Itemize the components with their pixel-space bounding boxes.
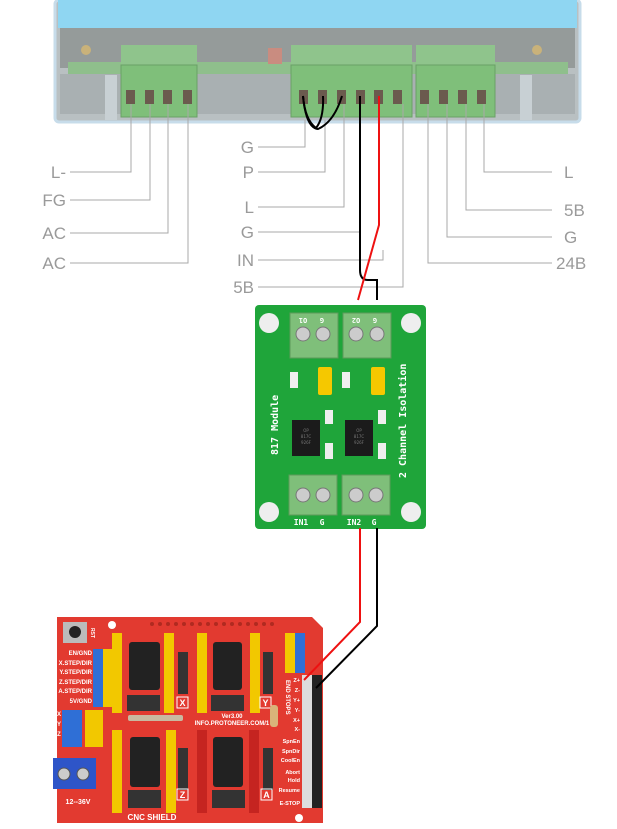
terminal-label-l-right: L bbox=[564, 163, 573, 182]
wire-ground-module-to-shield bbox=[315, 528, 378, 689]
endstop-header[interactable] bbox=[302, 675, 312, 808]
label-in1: IN1 bbox=[294, 518, 309, 527]
jumper-2[interactable] bbox=[371, 367, 385, 395]
version-label: Ver3.00 bbox=[221, 714, 243, 720]
power-label: 12--36V bbox=[66, 799, 91, 806]
pin-e-stop: E-STOP bbox=[280, 801, 301, 807]
pin-abort: Abort bbox=[285, 770, 300, 776]
pin-label-y-step-dir: Y.STEP/DIR bbox=[59, 670, 92, 676]
pin-z-plus: Z+ bbox=[293, 678, 300, 684]
terminal-label-p: P bbox=[243, 163, 254, 182]
pin-label-5v-gnd: 5V/GND bbox=[70, 699, 93, 705]
driver-slot-a: A bbox=[197, 730, 273, 813]
cnc-shield: RST EN/GND X.STEP/DIR Y.STEP/DIR Z.STEP/… bbox=[53, 617, 323, 823]
pin-y-minus: Y- bbox=[295, 708, 300, 714]
module-input-terminals: IN1 G IN2 G bbox=[288, 474, 391, 527]
terminal-label-in: IN bbox=[237, 251, 254, 270]
chip-mark: 817C bbox=[354, 434, 365, 439]
pin-label-en-gnd: EN/GND bbox=[69, 651, 93, 657]
jumper-1[interactable] bbox=[318, 367, 332, 395]
terminal-block-middle bbox=[290, 45, 413, 118]
terminal-label-l: L bbox=[245, 198, 254, 217]
pin-label-a-step-dir: A.STEP/DIR bbox=[58, 689, 92, 695]
leader-lines bbox=[70, 104, 552, 288]
label-o1: O1 bbox=[299, 316, 307, 324]
terminal-label-ac-2: AC bbox=[42, 254, 66, 273]
pin-y-plus: Y+ bbox=[293, 698, 300, 704]
label-g-o2: G bbox=[373, 316, 377, 324]
label-g-in2: G bbox=[372, 518, 377, 527]
board-name: CNC SHIELD bbox=[128, 813, 177, 822]
label-g-in1: G bbox=[320, 518, 325, 527]
psu-right-labels: L 5B G 24B bbox=[556, 163, 586, 273]
label-o2: O2 bbox=[352, 316, 360, 324]
pin-resume: Resume bbox=[279, 788, 300, 794]
terminal-label-g-1: G bbox=[241, 138, 254, 157]
terminal-label-ac-1: AC bbox=[42, 224, 66, 243]
module-output-terminals: O1 G O2 G bbox=[289, 312, 392, 359]
pin-spnen: SpnEn bbox=[283, 739, 301, 745]
microstep-jumpers-yellow[interactable] bbox=[85, 710, 103, 747]
optocoupler-2: OP 817C 926F bbox=[345, 420, 373, 456]
driver-slot-x: X bbox=[112, 633, 189, 713]
chip-mark: OP bbox=[356, 428, 362, 433]
terminal-label-g-right: G bbox=[564, 228, 577, 247]
end-stops-label: END STOPS bbox=[284, 680, 290, 715]
pin-x-plus: X+ bbox=[293, 718, 300, 724]
module-subtitle: 2 Channel Isolation bbox=[397, 364, 409, 478]
pin-label-x-step-dir: X.STEP/DIR bbox=[59, 661, 93, 667]
wire-ground-psu-to-module bbox=[359, 96, 378, 300]
ground-header[interactable] bbox=[312, 675, 322, 808]
jumper-label-z: Z bbox=[57, 732, 61, 738]
axis-label-z: Z bbox=[180, 790, 186, 800]
psu-left-labels: L- FG AC AC bbox=[42, 163, 66, 273]
chip-mark: OP bbox=[303, 428, 309, 433]
microstep-jumpers-blue[interactable] bbox=[62, 710, 82, 747]
wire-signal-module-to-shield bbox=[303, 528, 361, 681]
terminal-label-g-2: G bbox=[241, 223, 254, 242]
chip-mark: 926F bbox=[354, 440, 365, 445]
chip-mark: 926F bbox=[301, 440, 312, 445]
chip-mark: 817C bbox=[301, 434, 312, 439]
label-in2: IN2 bbox=[347, 518, 362, 527]
psu-middle-labels: G P L G IN 5B bbox=[233, 138, 254, 297]
driver-slot-y: Y bbox=[197, 633, 273, 713]
driver-slot-z: Z bbox=[112, 730, 189, 813]
axis-label-x: X bbox=[179, 698, 185, 708]
module-title: 817 Module bbox=[270, 395, 281, 455]
reset-label: RST bbox=[89, 628, 95, 638]
terminal-label-5b-right: 5B bbox=[564, 201, 585, 220]
pin-label-z-step-dir: Z.STEP/DIR bbox=[59, 680, 93, 686]
terminal-label-fg: FG bbox=[42, 191, 66, 210]
axis-label-y: Y bbox=[262, 698, 268, 708]
wire-signal-psu-to-module bbox=[357, 96, 380, 301]
reset-button-cap[interactable] bbox=[69, 626, 81, 638]
url-label: INFO.PROTONEER.COM/1 bbox=[195, 721, 270, 727]
jumper-label-x: X bbox=[57, 712, 61, 718]
optocoupler-1: OP 817C 926F bbox=[292, 420, 320, 456]
axis-label-a: A bbox=[263, 790, 270, 800]
wires bbox=[302, 95, 380, 689]
pin-z-minus: Z- bbox=[295, 688, 300, 694]
pin-coolen: CoolEn bbox=[281, 758, 301, 764]
terminal-label-24b: 24B bbox=[556, 254, 586, 273]
pin-spndir: SpnDir bbox=[282, 749, 301, 755]
label-g-o1: G bbox=[320, 316, 324, 324]
pin-hold: Hold bbox=[288, 778, 300, 784]
terminal-block-left bbox=[120, 45, 198, 118]
terminal-label-5b: 5B bbox=[233, 278, 254, 297]
pin-x-minus: X- bbox=[295, 727, 301, 733]
terminal-label-l-minus: L- bbox=[51, 163, 66, 182]
terminal-block-right bbox=[415, 45, 496, 118]
jumper-wire-g-l bbox=[302, 95, 343, 131]
isolation-module: O1 G O2 G OP 817C 926F OP 817C 926F 817 … bbox=[255, 305, 426, 529]
power-supply bbox=[53, 0, 582, 124]
jumper-label-y: Y bbox=[57, 722, 61, 728]
